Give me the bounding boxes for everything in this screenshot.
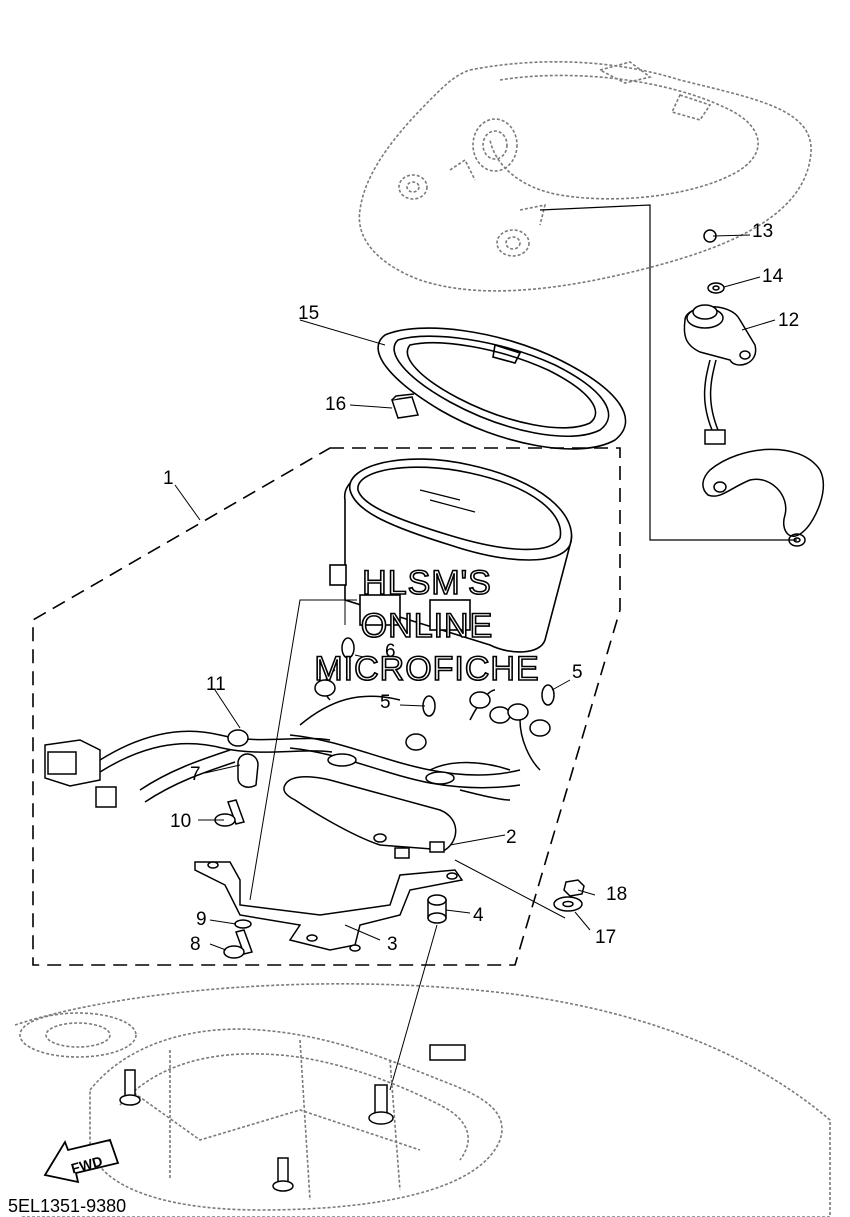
callout-8: 8 bbox=[190, 934, 201, 955]
lower-tank-cover bbox=[14, 983, 831, 1217]
callout-5-right: 5 bbox=[572, 662, 583, 683]
meter-assembly bbox=[329, 458, 573, 653]
callout-5-left: 5 bbox=[380, 692, 391, 713]
assembly-boundary bbox=[32, 447, 621, 966]
callout-13: 13 bbox=[752, 221, 773, 242]
connectors bbox=[44, 637, 555, 808]
clamp-and-screw bbox=[214, 753, 259, 827]
meter-housing-cover bbox=[358, 61, 812, 292]
callout-7: 7 bbox=[190, 764, 201, 785]
meter-bracket bbox=[194, 861, 464, 952]
watermark-line-1: HLSM'S bbox=[362, 564, 492, 602]
callout-12: 12 bbox=[778, 310, 799, 331]
callout-2: 2 bbox=[506, 827, 517, 848]
diagram-code: 5EL1351-9380 bbox=[8, 1196, 126, 1216]
mount-studs bbox=[119, 1044, 466, 1192]
forward-label: FWD bbox=[69, 1153, 104, 1177]
callout-11: 11 bbox=[206, 674, 226, 695]
callout-6: 6 bbox=[385, 641, 396, 662]
callout-4: 4 bbox=[473, 905, 484, 926]
callout-16: 16 bbox=[325, 394, 346, 415]
callout-14: 14 bbox=[762, 266, 784, 287]
callout-18: 18 bbox=[606, 884, 627, 905]
hardware bbox=[223, 879, 585, 959]
forward-arrow-icon: FWD bbox=[43, 1138, 120, 1184]
wire-harness bbox=[99, 669, 541, 803]
callout-9: 9 bbox=[196, 909, 207, 930]
watermark-line-3: MICROFICHE bbox=[314, 650, 539, 688]
watermark: HLSM'S ONLINE MICROFICHE bbox=[314, 563, 540, 689]
bezel-ring bbox=[377, 327, 627, 450]
watermark-line-2: ONLINE bbox=[361, 607, 494, 645]
switch-assembly bbox=[683, 229, 757, 445]
leader-housing-bracket bbox=[539, 204, 797, 541]
callout-10: 10 bbox=[170, 811, 191, 832]
callout-17: 17 bbox=[595, 927, 616, 948]
switch-bracket bbox=[702, 448, 825, 547]
callout-3: 3 bbox=[387, 934, 398, 955]
rubber-pad bbox=[391, 393, 419, 419]
leader-lines bbox=[174, 234, 776, 1091]
callout-15: 15 bbox=[298, 303, 319, 324]
callout-1: 1 bbox=[163, 468, 174, 489]
callout-labels: 1 2 3 4 5 5 6 7 8 9 10 11 12 13 14 15 16… bbox=[163, 221, 799, 955]
meter-plate bbox=[283, 775, 457, 859]
